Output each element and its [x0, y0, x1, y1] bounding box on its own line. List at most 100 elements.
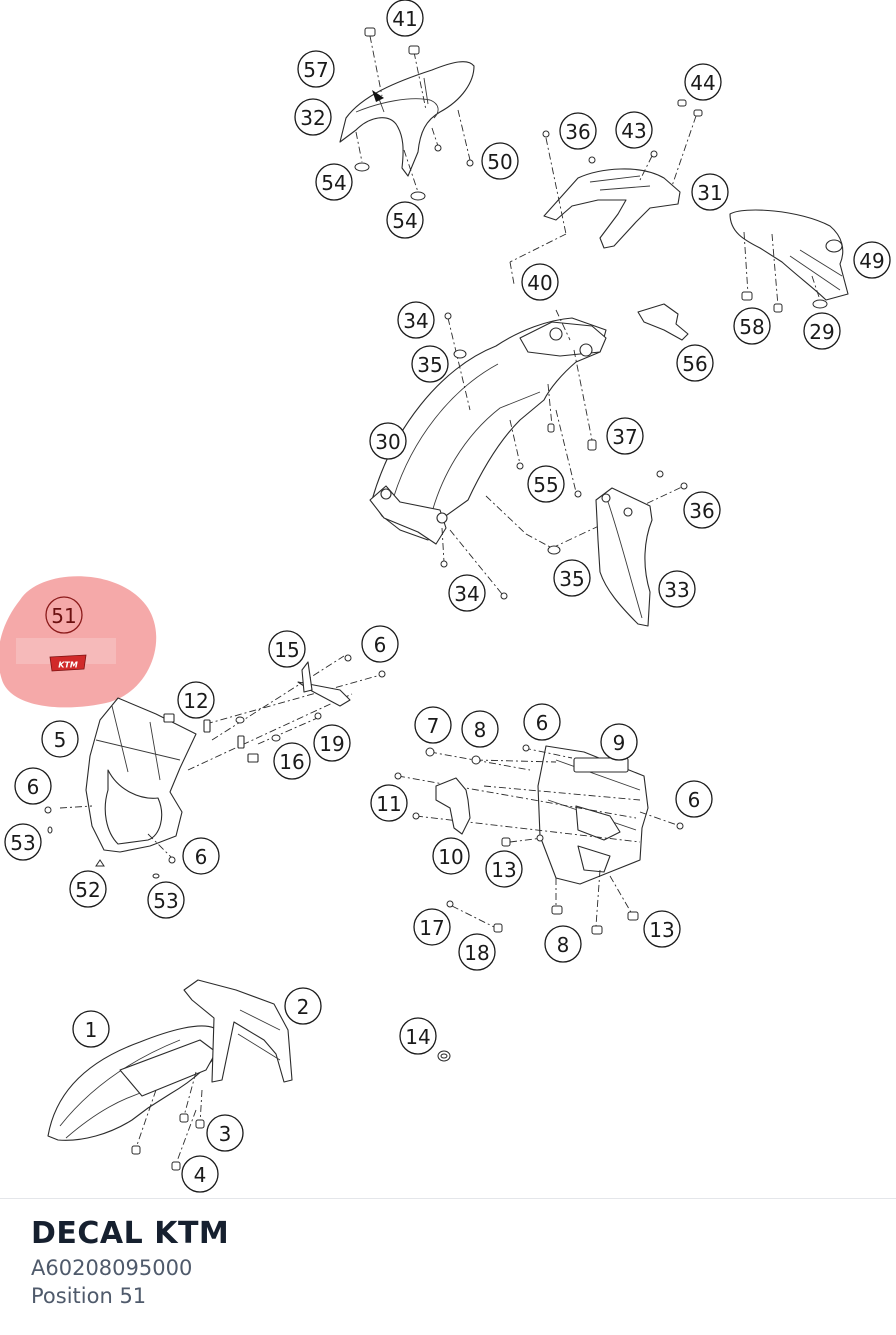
callout[interactable]: 29 — [803, 312, 841, 350]
callout[interactable]: 6 — [182, 837, 220, 875]
callout-number: 3 — [219, 1122, 232, 1146]
callout[interactable]: 54 — [386, 201, 424, 239]
callout[interactable]: 3 — [206, 1114, 244, 1152]
callout-number: 6 — [536, 711, 549, 735]
callout[interactable]: 17 — [413, 908, 451, 946]
callout-number: 2 — [297, 995, 310, 1019]
callout-number: 6 — [27, 775, 40, 799]
callout-number: 54 — [321, 171, 346, 195]
callout[interactable]: 32 — [294, 98, 332, 136]
headlight-bracket-part[interactable] — [163, 661, 351, 763]
fender-bracket-part[interactable] — [183, 979, 293, 1083]
callout[interactable]: 30 — [369, 422, 407, 460]
callout[interactable]: 36 — [559, 112, 597, 150]
callout[interactable]: 55 — [527, 465, 565, 503]
tail-light-part[interactable] — [729, 209, 849, 301]
callout[interactable]: 7 — [414, 706, 452, 744]
callout[interactable]: 31 — [691, 173, 729, 211]
callout-number: 49 — [859, 249, 884, 273]
callout[interactable]: 2 — [284, 987, 322, 1025]
callout-number: 4 — [194, 1163, 207, 1187]
callout[interactable]: 15 — [268, 630, 306, 668]
callout[interactable]: 6 — [14, 767, 52, 805]
callout-number: 55 — [533, 473, 558, 497]
callout-number: 17 — [419, 916, 444, 940]
callout[interactable]: 16 — [273, 742, 311, 780]
callout[interactable]: 10 — [432, 837, 470, 875]
callout[interactable]: 56 — [676, 344, 714, 382]
seat-cowl-part[interactable] — [339, 61, 475, 177]
callout-number: 34 — [403, 309, 428, 333]
exploded-parts-diagram: KTM — [0, 0, 891, 1193]
callout-number: 54 — [392, 209, 417, 233]
side-panel-part[interactable] — [595, 487, 653, 627]
selected-part-highlight[interactable]: KTM — [0, 576, 157, 708]
callout[interactable]: 52 — [69, 870, 107, 908]
callout-number: 13 — [649, 918, 674, 942]
callout-number: 31 — [697, 181, 722, 205]
callout[interactable]: 12 — [177, 681, 215, 719]
callout-number: 18 — [464, 941, 489, 965]
bracket-part[interactable] — [637, 303, 689, 341]
callout-number: 33 — [664, 578, 689, 602]
decal-ktm-lettering: KTM — [58, 661, 78, 670]
callout-number: 11 — [376, 792, 401, 816]
rear-fender-part[interactable] — [369, 317, 607, 545]
callout[interactable]: 53 — [4, 823, 42, 861]
callout[interactable]: 13 — [643, 910, 681, 948]
callout-number: 12 — [183, 689, 208, 713]
callout[interactable]: 8 — [544, 925, 582, 963]
callout[interactable]: 54 — [315, 163, 353, 201]
callout[interactable]: 4 — [181, 1155, 219, 1193]
callout[interactable]: 37 — [606, 417, 644, 455]
callout-number: 15 — [274, 638, 299, 662]
callout-number: 16 — [279, 750, 304, 774]
callout[interactable]: 11 — [370, 784, 408, 822]
callout-number: 6 — [688, 788, 701, 812]
callout-selected[interactable]: 51 — [45, 596, 83, 634]
callout[interactable]: 19 — [313, 724, 351, 762]
callout[interactable]: 49 — [853, 241, 891, 279]
callout[interactable]: 57 — [297, 50, 335, 88]
callout-number: 5 — [54, 728, 67, 752]
callout[interactable]: 34 — [448, 574, 486, 612]
callout[interactable]: 18 — [458, 933, 496, 971]
callout[interactable]: 43 — [615, 111, 653, 149]
part-position: Position 51 — [31, 1284, 147, 1308]
callout-number: 36 — [565, 120, 590, 144]
headlight-mask-part[interactable] — [85, 697, 197, 853]
callout[interactable]: 9 — [600, 723, 638, 761]
callout[interactable]: 40 — [521, 263, 559, 301]
callout[interactable]: 36 — [683, 491, 721, 529]
callout[interactable]: 53 — [147, 881, 185, 919]
grab-handle-part[interactable] — [543, 168, 681, 249]
callout[interactable]: 13 — [485, 850, 523, 888]
callout-number: 6 — [195, 845, 208, 869]
part-number[interactable]: A60208095000 — [31, 1256, 193, 1280]
callout-number: 30 — [375, 430, 400, 454]
callout[interactable]: 33 — [658, 570, 696, 608]
callout[interactable]: 8 — [461, 710, 499, 748]
callout[interactable]: 41 — [386, 0, 424, 37]
callout[interactable]: 44 — [684, 63, 722, 101]
callout[interactable]: 34 — [397, 301, 435, 339]
callout[interactable]: 6 — [361, 625, 399, 663]
callout[interactable]: 58 — [733, 307, 771, 345]
callout[interactable]: 50 — [481, 142, 519, 180]
number-plate-holder-part[interactable] — [537, 745, 649, 885]
callout[interactable]: 6 — [523, 703, 561, 741]
callout[interactable]: 35 — [553, 559, 591, 597]
callout[interactable]: 35 — [411, 345, 449, 383]
callout-number: 36 — [689, 499, 714, 523]
reflector-bracket-part[interactable] — [435, 777, 471, 835]
front-fender-part[interactable] — [47, 1025, 223, 1141]
callout[interactable]: 1 — [72, 1010, 110, 1048]
callout-number: 32 — [300, 106, 325, 130]
footer-divider — [0, 1198, 896, 1199]
callout[interactable]: 14 — [399, 1017, 437, 1055]
callout[interactable]: 6 — [675, 780, 713, 818]
callout[interactable]: 5 — [41, 720, 79, 758]
part-info-panel: DECAL KTM A60208095000 Position 51 — [31, 1214, 871, 1310]
callout-number: 8 — [557, 933, 570, 957]
